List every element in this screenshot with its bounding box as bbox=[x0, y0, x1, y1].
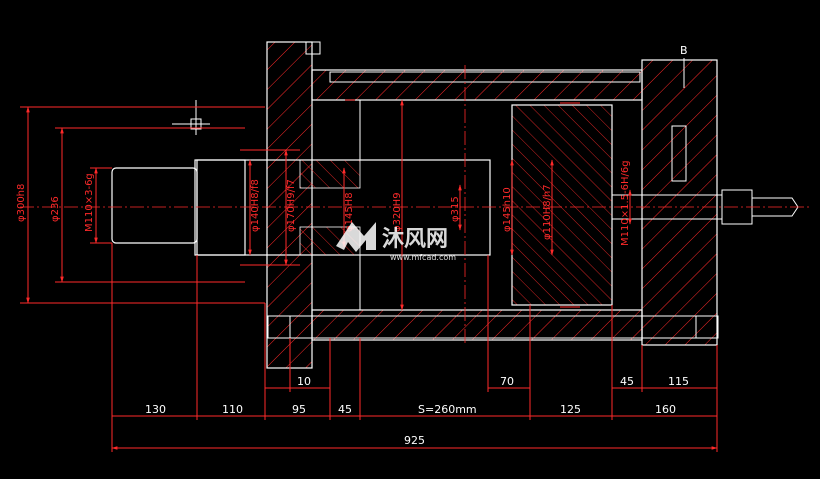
dim-10: 10 bbox=[297, 375, 311, 388]
rear-nozzle bbox=[751, 197, 799, 217]
dim-phi145h10: φ145h10 bbox=[502, 187, 513, 232]
dim-160: 160 bbox=[655, 403, 676, 416]
dim-phi320: φ320H9 bbox=[392, 192, 403, 232]
left-dimensions bbox=[20, 106, 265, 304]
front-head bbox=[641, 59, 718, 346]
dim-115: 115 bbox=[668, 375, 689, 388]
dim-stroke: S=260mm bbox=[418, 403, 477, 416]
dim-70: 70 bbox=[500, 375, 514, 388]
dim-phi110: φ110H8/h7 bbox=[542, 184, 553, 240]
bolt-head-left bbox=[267, 315, 291, 339]
dim-m110: M110×3-6g bbox=[84, 173, 95, 232]
dim-phi315: φ315 bbox=[450, 196, 461, 222]
dim-45-left: 45 bbox=[338, 403, 352, 416]
barrel-bottom-wall bbox=[311, 309, 643, 341]
gland bbox=[196, 159, 246, 256]
watermark-brand: 沐风网 bbox=[382, 227, 448, 252]
centerlines bbox=[20, 65, 810, 345]
dim-phi145: φ145H8 bbox=[344, 192, 355, 232]
watermark: 沐风网 www.mfcad.com bbox=[336, 222, 456, 262]
cross-marker bbox=[172, 100, 210, 135]
dim-125: 125 bbox=[560, 403, 581, 416]
dim-110: 110 bbox=[222, 403, 243, 416]
piston bbox=[511, 104, 613, 306]
port-right bbox=[671, 125, 687, 182]
dim-130: 130 bbox=[145, 403, 166, 416]
dim-95: 95 bbox=[292, 403, 306, 416]
dim-phi140: φ140H8/f8 bbox=[250, 179, 261, 232]
bottom-dimension-lines bbox=[111, 243, 718, 452]
bolt-head-right bbox=[695, 315, 719, 339]
dim-total: 925 bbox=[404, 434, 425, 447]
rod-hatch-top bbox=[299, 159, 361, 189]
rear-flange bbox=[266, 41, 313, 369]
inner-dimensions bbox=[248, 99, 632, 311]
watermark-url: www.mfcad.com bbox=[390, 253, 456, 262]
thread-end bbox=[111, 167, 198, 244]
barrel-top-wall bbox=[311, 69, 643, 101]
tie-rod-top bbox=[329, 71, 641, 83]
section-label-b: B bbox=[680, 44, 688, 57]
cylinder-body bbox=[111, 41, 799, 369]
dim-45-right: 45 bbox=[620, 375, 634, 388]
dim-m110-fine: M110×1.5-6H/6g bbox=[620, 160, 631, 246]
seals bbox=[240, 99, 580, 308]
dim-phi236: φ236 bbox=[50, 196, 61, 222]
watermark-logo-icon bbox=[336, 222, 376, 252]
port-top bbox=[305, 41, 321, 55]
dim-phi170: φ170H9/f7 bbox=[286, 179, 297, 232]
dim-phi300: φ300h8 bbox=[16, 184, 27, 222]
